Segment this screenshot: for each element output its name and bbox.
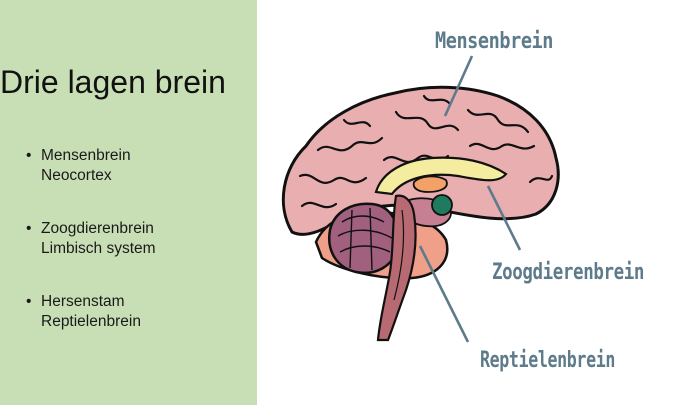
slide-title: Drie lagen brein [0,64,226,100]
bullet-line-2: Neocortex [41,167,112,184]
bullet-text: Mensenbrein Neocortex [41,146,131,186]
callout-line-reptielenbrein [418,245,470,343]
label-reptielenbrein: Reptielenbrein [480,348,615,373]
callout-line-zoogdierenbrein [486,185,522,251]
bullet-dot: • [26,147,32,164]
brainstem-shape [376,194,417,342]
amygdala-shape [431,194,453,216]
cerebellum-shape [327,202,400,275]
bullet-line-1: Zoogdierenbrein [41,220,154,237]
bullet-dot: • [26,293,32,310]
bullet-line-1: Mensenbrein [41,147,131,164]
bullet-line-1: Hersenstam [41,293,125,310]
bullet-text: Hersenstam Reptielenbrein [41,292,141,332]
brainstem-detail [393,209,405,301]
brain-illustration: Mensenbrein Zoogdierenbrein Reptielenbre… [281,29,645,373]
left-text-panel: Drie lagen brein • Mensenbrein Neocortex… [0,0,257,405]
bullet-dot: • [26,220,32,237]
bullet-text: Zoogdierenbrein Limbisch system [41,219,156,259]
label-zoogdierenbrein: Zoogdierenbrein [492,260,644,285]
callout-line-mensenbrein [443,55,474,117]
thalamus-shape [412,175,448,193]
bullet-line-2: Reptielenbrein [41,313,141,330]
label-mensenbrein: Mensenbrein [435,29,553,54]
bullet-line-2: Limbisch system [41,240,156,257]
